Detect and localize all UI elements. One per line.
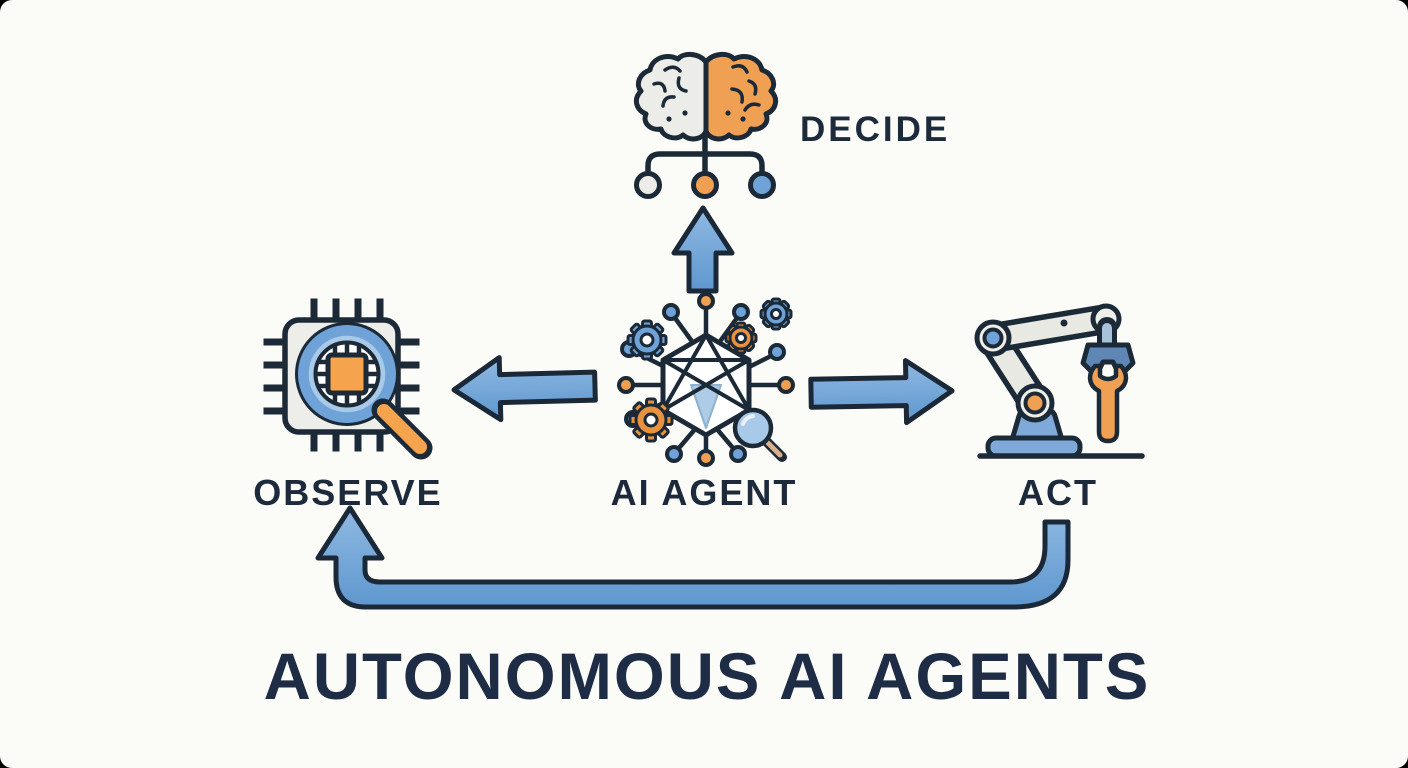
brain-decision-tree-icon: [633, 52, 779, 199]
chip-magnifier-icon: [263, 298, 433, 460]
robot-arm-icon: [974, 303, 1145, 459]
feedback-loop-arrow: [315, 505, 1071, 610]
decide-label: DECIDE: [800, 110, 951, 149]
act-label: ACT: [1018, 472, 1098, 513]
gear-icon: [626, 297, 793, 443]
block-arrow-up: [671, 205, 735, 294]
ai-network-icon: [617, 292, 795, 467]
observe-label: OBSERVE: [253, 472, 443, 513]
block-arrow-left: [451, 355, 598, 423]
ai-agent-label: AI AGENT: [610, 472, 798, 513]
block-arrow-right: [808, 358, 955, 426]
page-title: AUTONOMOUS AI AGENTS: [263, 639, 1151, 713]
mini-magnifier-icon: [732, 407, 787, 462]
